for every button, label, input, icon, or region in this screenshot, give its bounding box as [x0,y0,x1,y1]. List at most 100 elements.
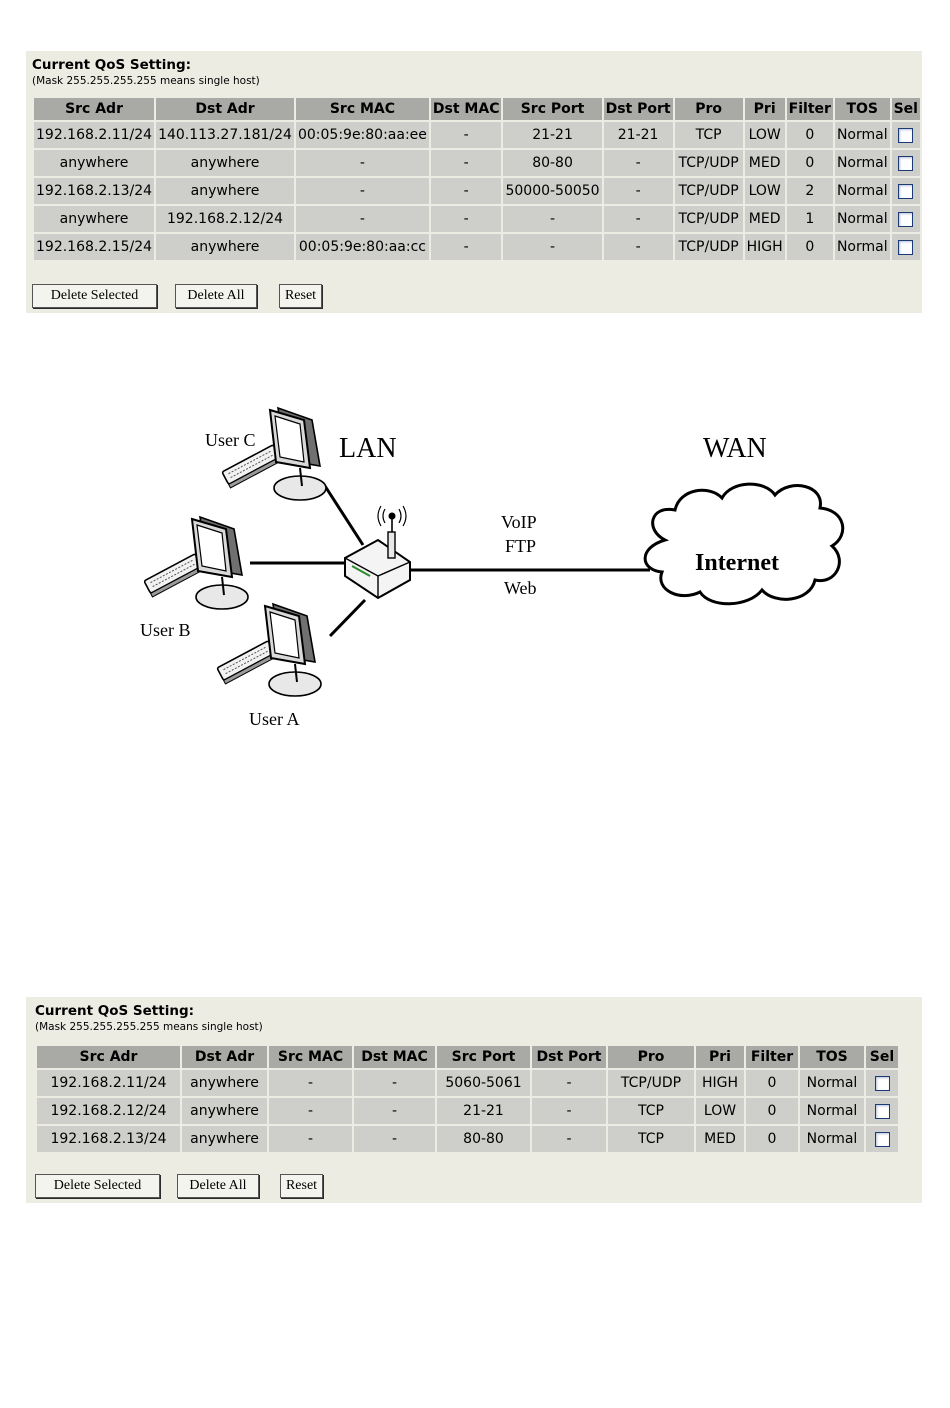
qos-settings-panel-2: Current QoS Setting: (Mask 255.255.255.2… [26,997,922,1203]
cell-dst-adr: anywhere [156,234,294,260]
col-header-filter: Filter [746,1046,798,1068]
table-header-row: Src Adr Dst Adr Src MAC Dst MAC Src Port… [34,98,920,120]
reset-button[interactable]: Reset [280,1174,323,1198]
cell-tos: Normal [834,150,890,176]
cell-pro: TCP [674,122,743,148]
lan-label: LAN [339,433,397,464]
col-header-src-port: Src Port [437,1046,530,1068]
cell-sel [866,1098,898,1124]
delete-selected-button[interactable]: Delete Selected [32,284,157,308]
cell-dst-adr: anywhere [182,1098,267,1124]
cell-dst-mac: - [354,1070,435,1096]
reset-button[interactable]: Reset [279,284,322,308]
computer-user-a-icon [216,603,322,697]
cell-sel [866,1126,898,1152]
user-b-label: User B [140,620,191,640]
row-select-checkbox[interactable] [874,1075,890,1091]
cell-pri: MED [744,150,785,176]
delete-all-button[interactable]: Delete All [177,1174,259,1198]
cell-src-mac: - [295,150,429,176]
cell-dst-mac: - [430,150,502,176]
cell-dst-port: - [603,234,673,260]
col-header-sel: Sel [866,1046,898,1068]
user-c-label: User C [205,430,256,450]
cell-dst-adr: anywhere [156,150,294,176]
cell-pri: HIGH [696,1070,744,1096]
mask-note: (Mask 255.255.255.255 means single host) [32,75,260,87]
cell-dst-port: - [603,178,673,204]
row-select-checkbox[interactable] [898,155,914,171]
cell-dst-mac: - [354,1126,435,1152]
cell-dst-adr: 192.168.2.12/24 [156,206,294,232]
link-user-a [328,598,367,638]
table-header-row: Src Adr Dst Adr Src MAC Dst MAC Src Port… [37,1046,898,1068]
wan-label: WAN [703,433,767,464]
cell-src-adr: anywhere [34,150,155,176]
internet-cloud-icon [643,482,845,606]
traffic-label-ftp: FTP [505,536,536,556]
cell-dst-adr: anywhere [156,178,294,204]
row-select-checkbox[interactable] [898,183,914,199]
cell-pro: TCP/UDP [608,1070,694,1096]
cell-src-port: 21-21 [503,122,602,148]
cell-pri: MED [696,1126,744,1152]
cell-dst-adr: anywhere [182,1070,267,1096]
delete-selected-button[interactable]: Delete Selected [35,1174,160,1198]
col-header-filter: Filter [786,98,833,120]
row-select-checkbox[interactable] [898,211,914,227]
delete-all-button[interactable]: Delete All [175,284,257,308]
cell-dst-port: - [603,150,673,176]
internet-label: Internet [695,550,779,576]
panel-title: Current QoS Setting: [32,57,192,73]
cell-pro: TCP/UDP [674,178,743,204]
cell-dst-mac: - [430,206,502,232]
col-header-dst-mac: Dst MAC [430,98,502,120]
cell-src-adr: 192.168.2.11/24 [37,1070,180,1096]
cell-dst-mac: - [430,178,502,204]
cell-dst-mac: - [354,1098,435,1124]
cell-dst-mac: - [430,122,502,148]
col-header-dst-port: Dst Port [603,98,673,120]
qos-table: Src Adr Dst Adr Src MAC Dst MAC Src Port… [35,1044,900,1154]
row-select-checkbox[interactable] [898,239,914,255]
qos-settings-panel-1: Current QoS Setting: (Mask 255.255.255.2… [26,51,922,313]
row-select-checkbox[interactable] [874,1131,890,1147]
cell-src-mac: - [295,178,429,204]
cell-sel [866,1070,898,1096]
computer-user-b-icon [143,516,249,610]
col-header-tos: TOS [800,1046,864,1068]
cell-pro: TCP/UDP [674,150,743,176]
cell-tos: Normal [800,1098,864,1124]
router-icon [344,505,411,600]
col-header-src-port: Src Port [503,98,602,120]
row-select-checkbox[interactable] [874,1103,890,1119]
cell-src-port: - [503,234,602,260]
cell-tos: Normal [834,206,890,232]
row-select-checkbox[interactable] [898,127,914,143]
cell-pro: TCP/UDP [674,234,743,260]
cell-dst-port: - [532,1098,606,1124]
cell-pri: LOW [744,122,785,148]
col-header-pri: Pri [744,98,785,120]
cell-pri: LOW [744,178,785,204]
cell-dst-adr: anywhere [182,1126,267,1152]
cell-src-adr: 192.168.2.15/24 [34,234,155,260]
cell-filter: 0 [786,150,833,176]
col-header-pro: Pro [608,1046,694,1068]
traffic-label-web: Web [504,578,537,598]
col-header-dst-adr: Dst Adr [156,98,294,120]
col-header-src-adr: Src Adr [34,98,155,120]
cell-src-port: - [503,206,602,232]
cell-src-port: 50000-50050 [503,178,602,204]
cell-tos: Normal [800,1126,864,1152]
cell-dst-port: 21-21 [603,122,673,148]
cell-pro: TCP [608,1126,694,1152]
cell-tos: Normal [834,178,890,204]
col-header-src-adr: Src Adr [37,1046,180,1068]
col-header-pri: Pri [696,1046,744,1068]
cell-pri: MED [744,206,785,232]
